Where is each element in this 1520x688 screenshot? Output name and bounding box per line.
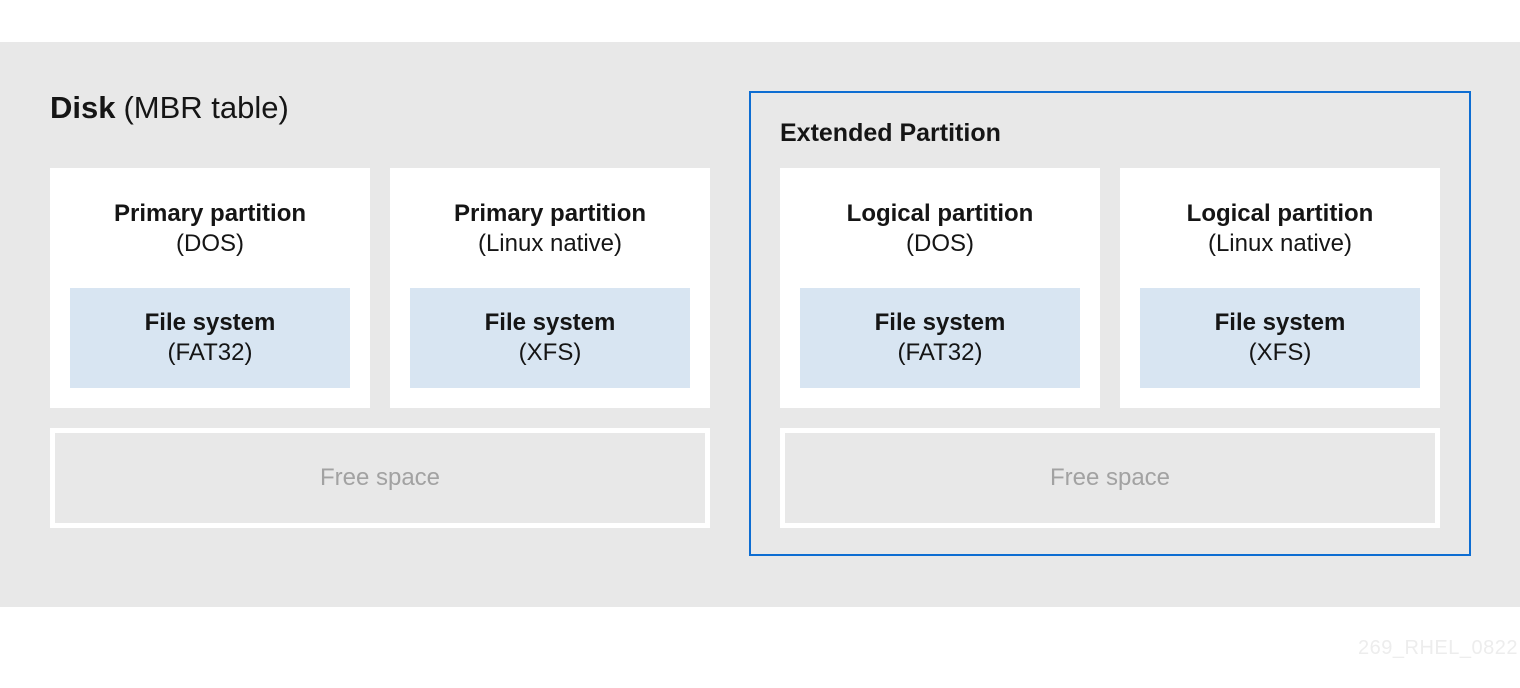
disk-title-bold: Disk [50,90,116,125]
partition-name: Primary partition [453,200,647,227]
logical-partition-linux-native: Logical partition (Linux native) File sy… [1120,168,1440,408]
filesystem-label: File system [144,309,276,336]
disk-free-space-box: Free space [50,428,710,528]
filesystem-label: File system [1214,309,1346,336]
disk-title: Disk(MBR table) [50,89,289,126]
partition-name: Primary partition [113,200,307,227]
filesystem-type: (FAT32) [167,339,253,366]
extended-free-space-box: Free space [780,428,1440,528]
figure-id-watermark: 269_RHEL_0822 [1358,637,1518,659]
filesystem-type: (XFS) [518,339,582,366]
partition-title: Primary partition (DOS) [50,199,370,259]
filesystem-label: File system [484,309,616,336]
extended-partition-label: Extended Partition [780,119,1001,147]
partition-format: (DOS) [906,230,974,257]
filesystem-type: (XFS) [1248,339,1312,366]
filesystem-box-fat32: File system (FAT32) [800,288,1080,388]
partition-format: (Linux native) [1207,230,1353,257]
partition-title: Logical partition (Linux native) [1120,199,1440,259]
partition-title: Primary partition (Linux native) [390,199,710,259]
partition-name: Logical partition [1186,200,1374,227]
filesystem-type: (FAT32) [897,339,983,366]
filesystem-box-xfs: File system (XFS) [410,288,690,388]
filesystem-box-fat32: File system (FAT32) [70,288,350,388]
filesystem-label: File system [874,309,1006,336]
partition-title: Logical partition (DOS) [780,199,1100,259]
filesystem-box-xfs: File system (XFS) [1140,288,1420,388]
primary-partition-linux-native: Primary partition (Linux native) File sy… [390,168,710,408]
extended-partition-outline [749,91,1471,556]
partition-format: (Linux native) [477,230,623,257]
primary-partition-dos: Primary partition (DOS) File system (FAT… [50,168,370,408]
free-space-label: Free space [1049,464,1171,491]
disk-title-regular: (MBR table) [123,90,289,125]
logical-partition-dos: Logical partition (DOS) File system (FAT… [780,168,1100,408]
partition-format: (DOS) [176,230,244,257]
partition-name: Logical partition [846,200,1034,227]
free-space-label: Free space [319,464,441,491]
